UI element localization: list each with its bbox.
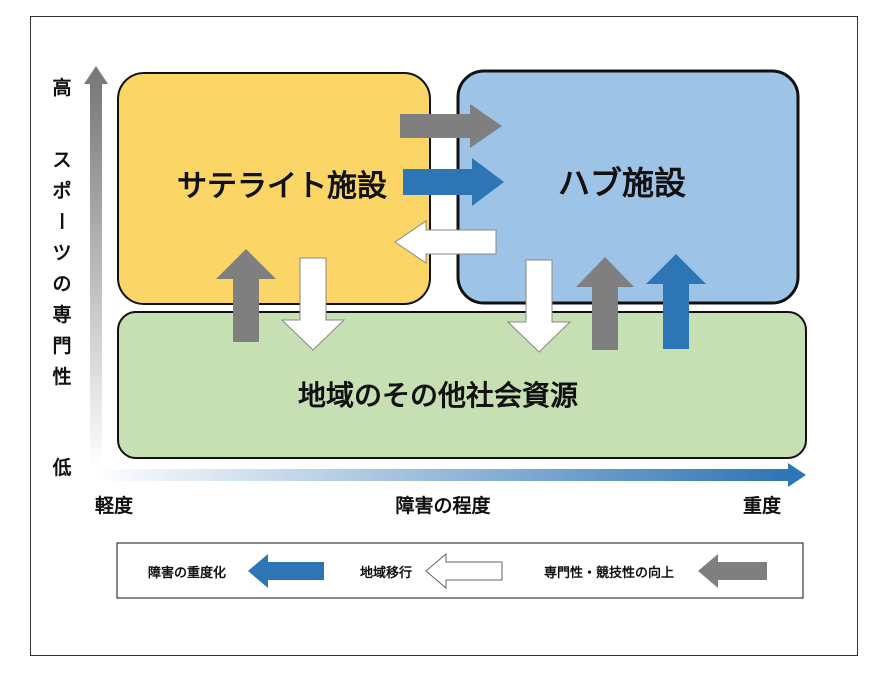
hub-facility-label: ハブ施設: [558, 164, 686, 202]
legend-severity-arrow: [248, 554, 324, 588]
satellite-facility-label: サテライト施設: [177, 169, 387, 204]
x-axis-heavy-label: 重度: [743, 494, 782, 517]
legend-expertise-arrow: [698, 554, 767, 588]
community-resources-label: 地域のその他社会資源: [298, 379, 578, 412]
legend-severity-label: 障害の重度化: [148, 565, 226, 581]
x-axis-light-label: 軽度: [95, 494, 134, 517]
expertise-arrow-sat-to-hub: [400, 104, 502, 148]
y-axis-title-char: ポ: [52, 179, 71, 202]
expertise-arrow-up-hub: [576, 257, 634, 350]
transition-arrow-hub-to-sat: [394, 220, 497, 264]
y-axis-title-char: 門: [52, 335, 71, 357]
y-axis-title-char: ツ: [52, 242, 71, 264]
expertise-arrow-up-satellite: [216, 249, 276, 342]
severity-arrow-up-hub: [646, 254, 706, 349]
y-axis-title-char: ー: [50, 211, 72, 230]
legend-transition-arrow: [425, 552, 503, 590]
community-resources-box: [117, 311, 807, 459]
diagram-frame: [30, 16, 858, 656]
y-axis-title: ス ポ ー ツ の 専 門 性: [50, 149, 72, 388]
transition-arrow-down-hub: [506, 259, 572, 353]
x-axis-arrow: [92, 463, 806, 487]
y-axis-title-char: 性: [52, 365, 71, 388]
x-axis-title: 障害の程度: [395, 494, 491, 517]
y-axis-arrow: [84, 66, 108, 468]
y-axis-high-label: 高: [52, 76, 71, 99]
y-axis-title-char: 専: [52, 304, 71, 326]
y-axis-title-char: ス: [52, 149, 71, 171]
transition-arrow-down-satellite: [280, 257, 346, 351]
legend: 障害の重度化 地域移行 専門性・競技性の向上: [116, 542, 804, 599]
legend-expertise-label: 専門性・競技性の向上: [544, 565, 674, 581]
y-axis-low-label: 低: [51, 456, 71, 479]
legend-transition-label: 地域移行: [360, 565, 412, 581]
severity-arrow-sat-to-hub: [403, 158, 504, 206]
y-axis-title-char: の: [52, 273, 71, 295]
